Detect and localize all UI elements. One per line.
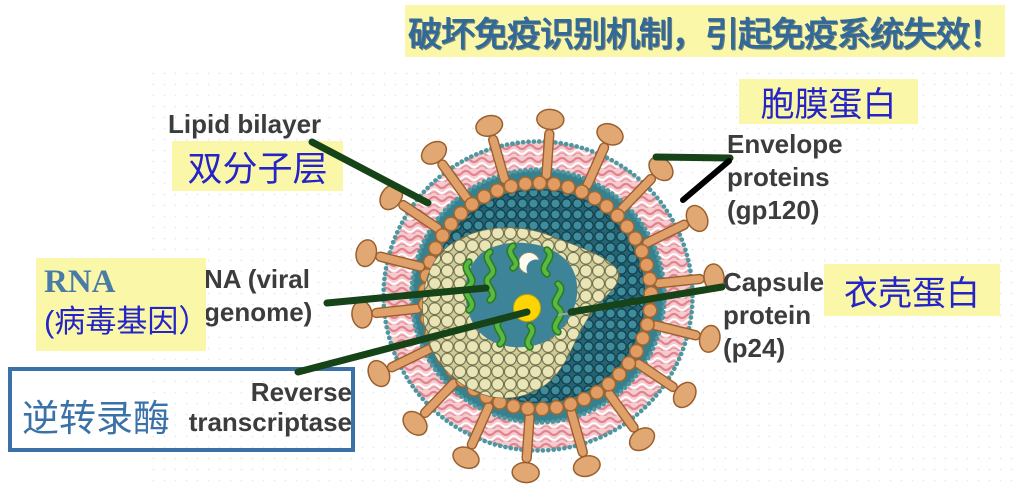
label-rt-en-line2: transcriptase [188,407,352,437]
label-rna-zh: (病毒基因） [44,304,210,339]
label-rna-abbr: RNA [44,264,116,300]
label-rt-en-line1: Reverse [250,377,352,407]
label-reverse-transcriptase-zh: 逆转录酶 [22,398,170,439]
label-envelope-en-line3: (gp120) [727,195,820,225]
label-envelope-zh: 胞膜蛋白 [739,79,918,124]
label-rna-en-line2: genome) [204,297,313,327]
label-envelope-en: Envelope proteins (gp120) [727,128,843,227]
label-lipid-bilayer-zh: 双分子层 [172,141,343,191]
label-capsule-en-line3: (p24) [723,333,786,363]
banner-text: 破坏免疫识别机制，引起免疫系统失效！ [405,5,1005,57]
label-capsule-en-line1: Capsule [723,267,825,297]
label-rna-zh-box: RNA (病毒基因） [36,258,210,351]
label-reverse-transcriptase-en: Reverse transcriptase [176,377,352,437]
label-envelope-en-line2: proteins [727,162,830,192]
label-lipid-bilayer-en: Lipid bilayer [168,109,322,139]
label-capsule-zh: 衣壳蛋白 [824,264,1000,316]
label-capsule-en: Capsule protein (p24) [723,266,824,365]
label-rna-en-line1: NA (viral [204,264,310,294]
label-rna-en: NA (viral genome) [204,263,312,329]
label-capsule-en-line2: protein [723,300,812,330]
label-envelope-en-line1: Envelope [727,129,843,159]
reverse-transcriptase-box [8,367,355,452]
